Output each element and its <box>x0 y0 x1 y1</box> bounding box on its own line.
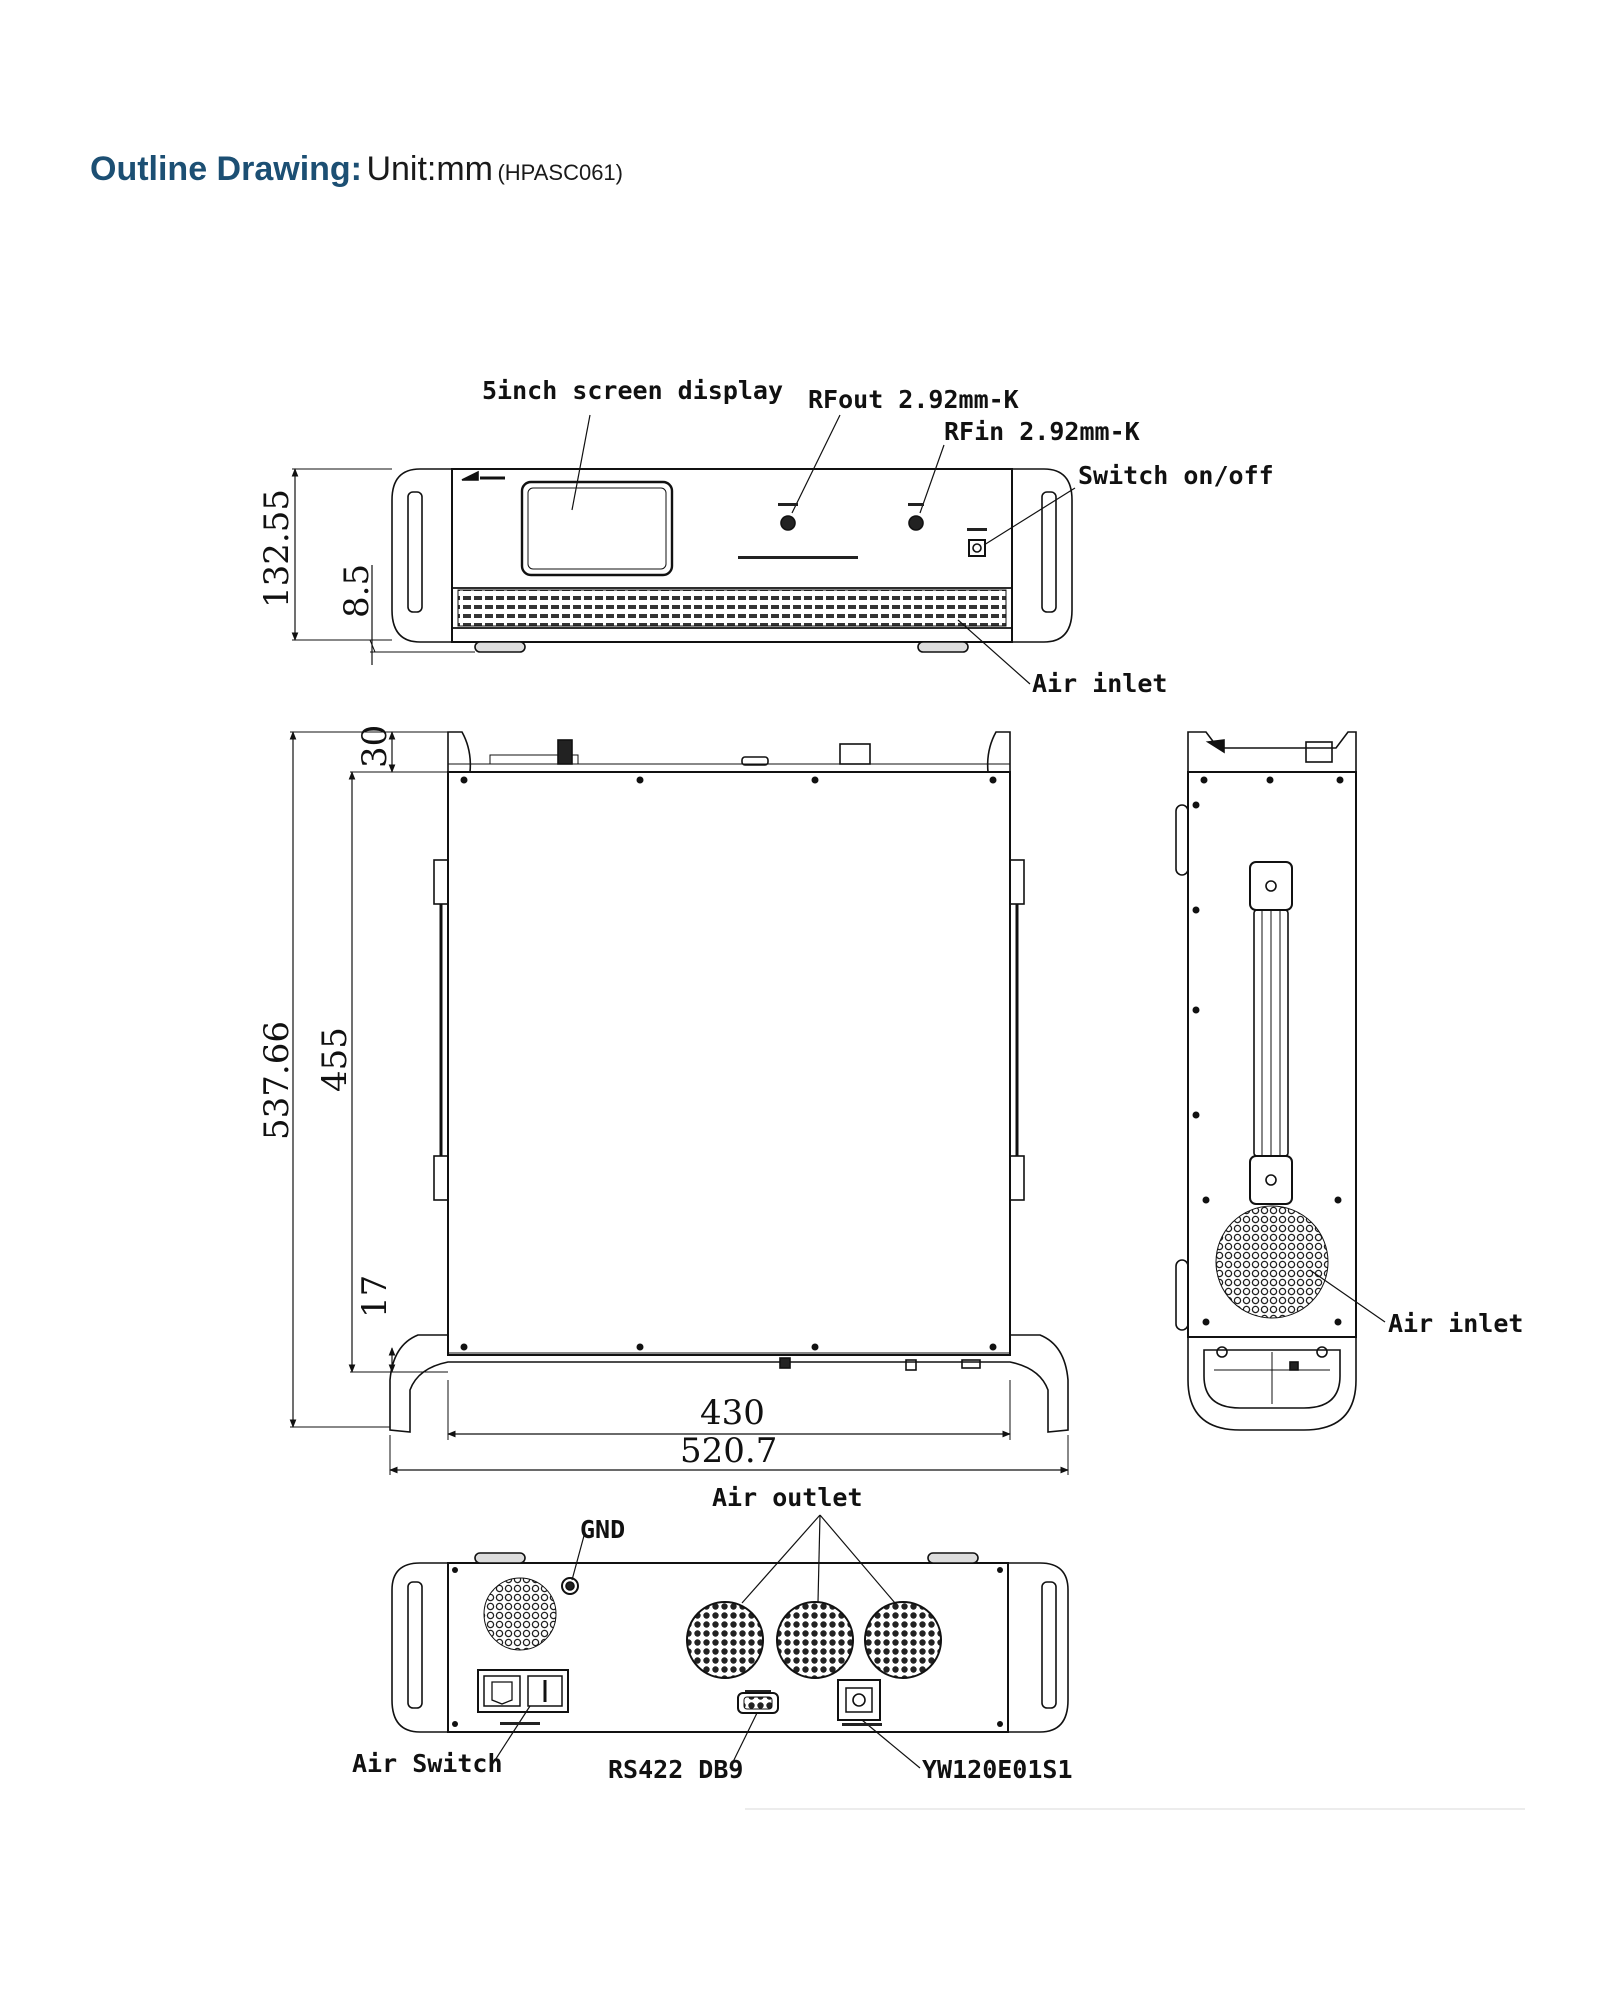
power-switch <box>968 539 986 557</box>
rear-rs422-port <box>737 1692 779 1714</box>
rear-port-2 <box>839 743 871 765</box>
top-handle-mount-left-1 <box>433 859 449 905</box>
rear-handle-left <box>391 1562 449 1733</box>
side-handle-cap-top <box>1249 861 1293 911</box>
front-logo <box>461 470 479 481</box>
rear-view <box>391 1514 1069 1769</box>
label-air-outlet: Air outlet <box>712 1483 863 1512</box>
dim-rear-offset: 30 <box>355 725 395 768</box>
rear-gnd-terminal <box>561 1577 579 1595</box>
rear-air-outlet-fan-2 <box>776 1601 854 1679</box>
dim-depth-body: 455 <box>315 1027 355 1092</box>
front-handle-left <box>391 468 453 643</box>
label-air-switch: Air Switch <box>352 1749 503 1778</box>
label-screen-display: 5inch screen display <box>482 376 783 405</box>
bottom-divider <box>745 1808 1525 1810</box>
dim-depth-total: 537.66 <box>257 1021 297 1140</box>
top-handle-mount-left-2 <box>433 1155 449 1201</box>
top-handle-mount-right-1 <box>1009 859 1025 905</box>
panel-print-marks <box>500 503 987 1726</box>
top-rear-bracket-right <box>986 731 1011 773</box>
side-body <box>1187 771 1357 1338</box>
rear-air-switch <box>527 1675 563 1707</box>
rear-connector-block <box>489 754 579 765</box>
rear-small-fan <box>483 1577 557 1651</box>
label-side-air-inlet: Air inlet <box>1388 1309 1523 1338</box>
label-yw-connector: YW120E01S1 <box>922 1755 1073 1784</box>
label-rs422: RS422 DB9 <box>608 1755 743 1784</box>
label-switch: Switch on/off <box>1078 461 1274 490</box>
rear-port-1 <box>741 756 769 766</box>
rear-gnd-post <box>557 739 573 765</box>
label-rf-in: RFin 2.92mm-K <box>944 417 1140 446</box>
side-handle-cap-bottom <box>1249 1155 1293 1205</box>
rear-air-outlet-fan-1 <box>686 1601 764 1679</box>
diagram-labels: 5inch screen display RFout 2.92mm-K RFin… <box>257 376 1523 1784</box>
rear-panel <box>447 1562 1009 1733</box>
front-panel <box>451 468 1013 643</box>
rear-power-inlet <box>477 1669 569 1713</box>
rear-handle-right <box>1007 1562 1069 1733</box>
side-foot-bottom <box>1175 1259 1189 1331</box>
label-rf-out: RFout 2.92mm-K <box>808 385 1019 414</box>
dim-front-foot: 8.5 <box>337 564 377 618</box>
front-handle-left-slot <box>407 491 423 613</box>
top-screws <box>460 776 997 1351</box>
top-handle-mount-right-2 <box>1009 1155 1025 1201</box>
label-gnd: GND <box>580 1515 625 1544</box>
rear-yw-connector <box>837 1679 881 1721</box>
rf-out-connector <box>780 515 796 531</box>
screen-display <box>520 480 674 577</box>
front-view <box>291 414 1076 685</box>
top-view <box>289 731 1069 1475</box>
top-body <box>447 771 1011 1356</box>
front-foot-left <box>474 641 526 653</box>
dim-front-offset: 17 <box>355 1275 395 1318</box>
page-heading: Outline Drawing: Unit:mm (HPASC061) <box>90 150 623 189</box>
front-handle-right-slot <box>1041 491 1057 613</box>
rear-air-outlet-fan-3 <box>864 1601 942 1679</box>
front-foot-right <box>917 641 969 653</box>
heading-model: (HPASC061) <box>497 160 623 185</box>
heading-unit: Unit:mm <box>366 150 494 188</box>
dim-width-body: 430 <box>700 1393 765 1433</box>
rf-in-connector <box>908 515 924 531</box>
top-rear-bracket-left <box>447 731 472 773</box>
side-foot-top <box>1175 804 1189 876</box>
rear-handle-left-slot <box>407 1581 423 1709</box>
front-vent-grille <box>457 589 1007 627</box>
side-air-inlet-grille <box>1215 1205 1329 1319</box>
rear-handle-right-slot <box>1041 1581 1057 1709</box>
side-front-handle <box>1187 1337 1357 1431</box>
side-view <box>1175 731 1386 1431</box>
label-front-air-inlet: Air inlet <box>1032 669 1167 698</box>
heading-title: Outline Drawing: <box>90 150 362 188</box>
side-screws <box>1192 776 1344 1326</box>
dim-front-height: 132.55 <box>257 489 297 608</box>
front-handle-right <box>1011 468 1073 643</box>
side-bracket-top <box>1187 731 1357 772</box>
dim-width-total: 520.7 <box>680 1431 777 1471</box>
